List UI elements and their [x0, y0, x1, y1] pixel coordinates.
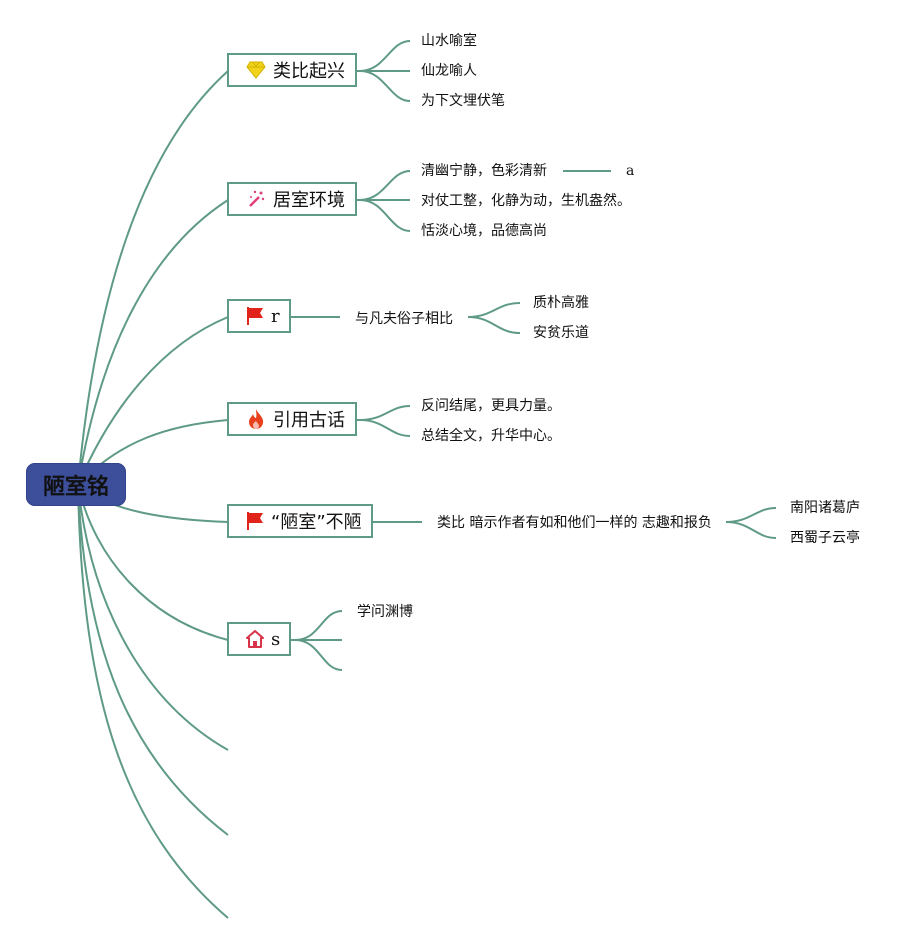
diamond-icon [245, 59, 267, 81]
leaf-item[interactable]: 南阳诸葛庐 [790, 500, 860, 516]
root-label: 陋室铭 [42, 474, 109, 500]
topic-not-humble[interactable]: “陋室”不陋 [227, 504, 373, 538]
link-root-t1 [77, 70, 229, 486]
leaf-item[interactable]: 总结全文，升华中心。 [421, 428, 561, 444]
leaf-item[interactable]: 仙龙喻人 [421, 63, 477, 79]
link-root-empty1 [77, 484, 229, 751]
leaf-item[interactable]: 与凡夫俗子相比 [355, 311, 453, 327]
topic-label: s [271, 628, 281, 650]
link-root-empty2 [77, 484, 229, 836]
topic-s[interactable]: s [227, 622, 291, 656]
topic-analogy[interactable]: 类比起兴 [227, 53, 357, 87]
leaf-item[interactable]: 质朴高雅 [533, 295, 589, 311]
leaf-item[interactable]: 清幽宁静，色彩清新 [421, 163, 547, 179]
leaf-item[interactable]: 山水喻室 [421, 33, 477, 49]
leaf-item[interactable]: 反问结尾，更具力量。 [421, 398, 561, 414]
topic-r[interactable]: r [227, 299, 291, 333]
leaf-item[interactable]: 安贫乐道 [533, 325, 589, 341]
link-root-empty3 [77, 484, 229, 919]
fire-icon [245, 408, 267, 430]
leaf-item[interactable]: a [626, 163, 635, 179]
red-flag-icon [245, 305, 265, 327]
link-root-t6 [77, 484, 229, 641]
link-root-t2 [77, 199, 229, 486]
link-root-t3 [77, 316, 229, 486]
leaf-item[interactable]: 类比 暗示作者有如和他们一样的 志趣和报负 [437, 515, 712, 531]
leaf-item[interactable]: 西蜀子云亭 [790, 530, 860, 546]
root-topic[interactable]: 陋室铭 [26, 463, 126, 506]
magic-wand-icon [245, 188, 267, 210]
topic-quote[interactable]: 引用古话 [227, 402, 357, 436]
topic-label: 引用古话 [273, 410, 345, 431]
leaf-item[interactable]: 学问渊博 [357, 604, 413, 620]
topic-label: “陋室”不陋 [271, 512, 362, 533]
leaf-item[interactable]: 对仗工整，化静为动，生机盎然。 [421, 193, 631, 209]
topic-label: 类比起兴 [273, 61, 345, 82]
leaf-item[interactable]: 为下文埋伏笔 [421, 93, 505, 109]
home-icon [245, 628, 265, 650]
leaf-item[interactable]: 恬淡心境，品德高尚 [421, 223, 547, 239]
topic-environment[interactable]: 居室环境 [227, 182, 357, 216]
topic-label: r [271, 305, 280, 327]
topic-label: 居室环境 [273, 190, 345, 211]
red-flag-icon [245, 510, 265, 532]
